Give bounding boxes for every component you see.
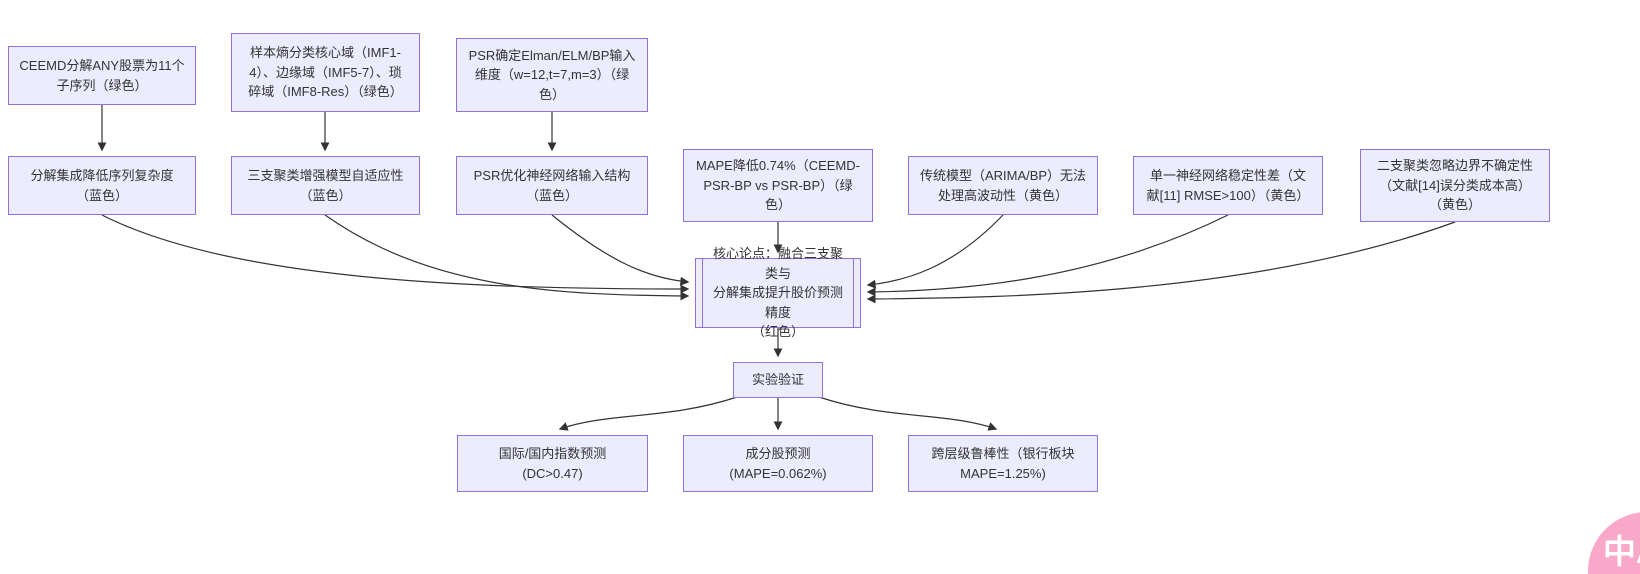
node-psr-optimization-label: PSR优化神经网络输入结构 （蓝色） xyxy=(473,168,631,203)
node-traditional-model: 传统模型（ARIMA/BP）无法 处理高波动性（黄色） xyxy=(908,156,1098,215)
node-core-thesis: 核心论点：融合三支聚类与 分解集成提升股价预测精度 （红色） xyxy=(695,246,861,339)
edge-decomp-to-core xyxy=(101,214,690,294)
node-psr-optimization: PSR优化神经网络输入结构 （蓝色） xyxy=(456,156,648,215)
node-decomp-integration-label: 分解集成降低序列复杂度 （蓝色） xyxy=(30,168,174,203)
node-sample-entropy: 样本熵分类核心域（IMF1- 4）、边缘域（IMF5-7）、琐 碎域（IMF8-… xyxy=(231,33,420,112)
node-mape-reduction: MAPE降低0.74%（CEEMD- PSR-BP vs PSR-BP）（绿 色… xyxy=(683,149,873,222)
edge-threeway-to-core xyxy=(324,214,690,301)
node-two-way-clustering-label: 二支聚类忽略边界不确定性 （文献[14]误分类成本高） （黄色） xyxy=(1376,158,1533,213)
node-two-way-clustering: 二支聚类忽略边界不确定性 （文献[14]误分类成本高） （黄色） xyxy=(1360,149,1550,222)
node-constituent-prediction: 成分股预测 (MAPE=0.062%) xyxy=(683,435,873,492)
node-experiment-validation: 实验验证 xyxy=(733,362,823,398)
node-index-prediction: 国际/国内指数预测 (DC>0.47) xyxy=(457,435,648,492)
node-mape-reduction-label: MAPE降低0.74%（CEEMD- PSR-BP vs PSR-BP）（绿 色… xyxy=(696,158,860,213)
edge-twoway-to-core xyxy=(866,221,1456,304)
node-single-nn-instability: 单一神经网络稳定性差（文 献[11] RMSE>100）（黄色） xyxy=(1133,156,1323,215)
node-cross-level-robustness: 跨层级鲁棒性（银行板块 MAPE=1.25%) xyxy=(908,435,1098,492)
edge-experiment-to-robustness xyxy=(818,396,998,431)
node-psr-input-dims: PSR确定Elman/ELM/BP输入 维度（w=12,t=7,m=3）（绿 色… xyxy=(456,38,648,112)
node-traditional-model-label: 传统模型（ARIMA/BP）无法 处理高波动性（黄色） xyxy=(919,168,1087,203)
node-cross-level-robustness-label: 跨层级鲁棒性（银行板块 MAPE=1.25%) xyxy=(931,446,1075,481)
node-core-thesis-label: 核心论点：融合三支聚类与 分解集成提升股价预测精度 （红色） xyxy=(712,246,843,340)
node-three-way-clustering: 三支聚类增强模型自适应性 （蓝色） xyxy=(231,156,420,215)
node-sample-entropy-label: 样本熵分类核心域（IMF1- 4）、边缘域（IMF5-7）、琐 碎域（IMF8-… xyxy=(248,45,403,100)
node-three-way-clustering-label: 三支聚类增强模型自适应性 （蓝色） xyxy=(247,168,404,203)
edge-traditional-to-core xyxy=(866,214,1004,289)
edge-psropt-to-core xyxy=(551,214,690,286)
node-psr-input-dims-label: PSR确定Elman/ELM/BP输入 维度（w=12,t=7,m=3）（绿 色… xyxy=(468,47,636,102)
node-experiment-validation-label: 实验验证 xyxy=(751,372,804,388)
node-single-nn-instability-label: 单一神经网络稳定性差（文 献[11] RMSE>100）（黄色） xyxy=(1146,168,1310,203)
node-ceemd-decomposition: CEEMD分解ANY股票为11个 子序列（绿色） xyxy=(8,46,196,105)
edge-singlenn-to-core xyxy=(866,214,1229,297)
edge-experiment-to-indexpred xyxy=(558,396,738,431)
node-ceemd-label: CEEMD分解ANY股票为11个 子序列（绿色） xyxy=(19,58,185,93)
translate-float-button[interactable]: 中A xyxy=(1588,512,1640,574)
node-index-prediction-label: 国际/国内指数预测 (DC>0.47) xyxy=(498,446,607,481)
node-constituent-prediction-label: 成分股预测 (MAPE=0.062%) xyxy=(729,446,827,481)
translate-float-button-label: 中A xyxy=(1603,533,1640,570)
node-decomp-integration: 分解集成降低序列复杂度 （蓝色） xyxy=(8,156,196,215)
